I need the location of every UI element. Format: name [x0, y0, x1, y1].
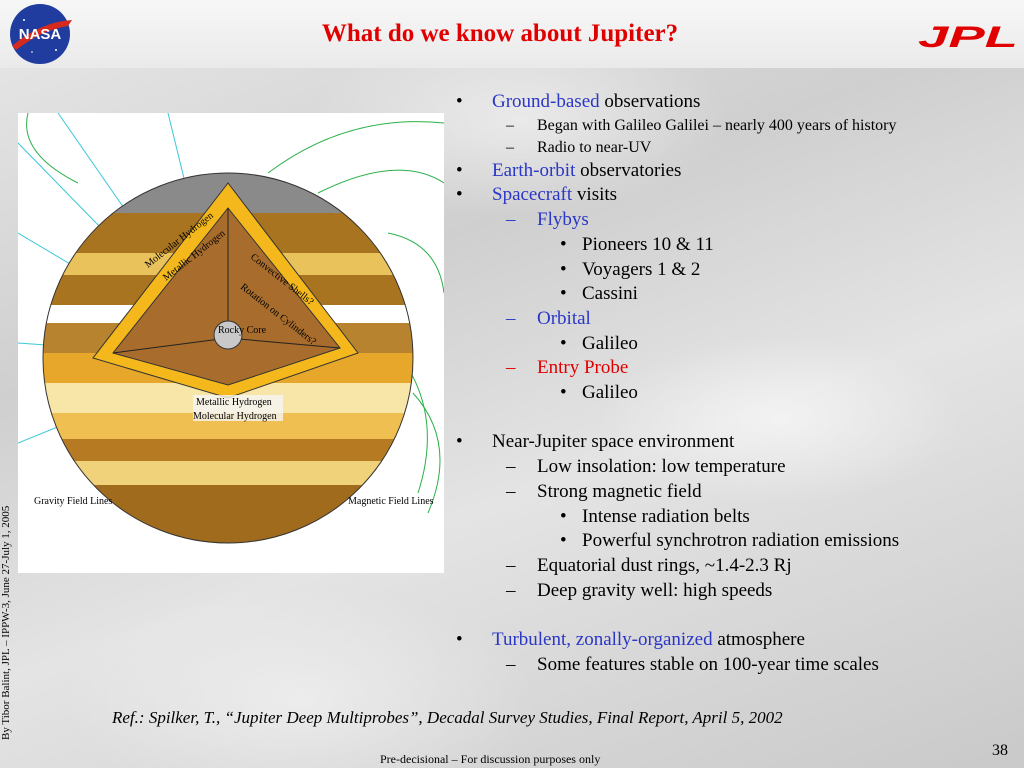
- list-item: –Flybys: [450, 208, 1020, 233]
- list-item: •Turbulent, zonally-organized atmosphere: [450, 628, 1020, 653]
- bullet-marker: •: [560, 233, 567, 255]
- bullet-marker: •: [560, 382, 567, 404]
- list-item: •Intense radiation belts: [450, 505, 1020, 530]
- list-item: •Powerful synchrotron radiation emission…: [450, 529, 1020, 554]
- spacer: [450, 406, 1020, 431]
- jupiter-interior-figure: Rocky Core Molecular Hydrogen Metallic H…: [18, 113, 444, 573]
- bullet-marker: •: [560, 283, 567, 305]
- list-item: –Low insolation: low temperature: [450, 455, 1020, 480]
- bullet-marker: •: [456, 184, 463, 206]
- dash-marker: –: [506, 456, 516, 478]
- bullet-marker: •: [456, 629, 463, 651]
- list-item: •Pioneers 10 & 11: [450, 233, 1020, 258]
- bullet-marker: •: [560, 505, 567, 527]
- rocky-core-label: Rocky Core: [218, 325, 267, 336]
- bullet-marker: •: [456, 431, 463, 453]
- jpl-logo: JPL: [918, 22, 1018, 50]
- dash-marker: –: [506, 480, 516, 502]
- spacer: [450, 603, 1020, 628]
- nasa-logo-text: NASA: [19, 26, 62, 43]
- dash-marker: –: [506, 653, 516, 675]
- dash-marker: –: [506, 116, 514, 134]
- list-item: •Ground-based observations: [450, 90, 1020, 115]
- bullet-marker: •: [456, 91, 463, 112]
- list-item: •Earth-orbit observatories: [450, 159, 1020, 184]
- dash-marker: –: [506, 554, 516, 576]
- list-item: •Voyagers 1 & 2: [450, 258, 1020, 283]
- list-item: •Galileo: [450, 381, 1020, 406]
- list-item: –Equatorial dust rings, ~1.4-2.3 Rj: [450, 554, 1020, 579]
- magnetic-field-lines-label: Magnetic Field Lines: [348, 496, 434, 507]
- page-title: What do we know about Jupiter?: [321, 20, 679, 47]
- metallic-hydrogen-band-label: Metallic Hydrogen: [196, 397, 272, 408]
- dash-marker: –: [506, 209, 516, 231]
- list-item: •Galileo: [450, 332, 1020, 357]
- bullet-marker: •: [560, 332, 567, 354]
- dash-marker: –: [506, 579, 516, 601]
- gravity-field-lines-label: Gravity Field Lines: [34, 496, 112, 507]
- list-item: –Began with Galileo Galilei – nearly 400…: [450, 115, 1020, 137]
- dash-marker: –: [506, 138, 514, 156]
- jpl-logo-text: JPL: [918, 22, 1018, 50]
- dash-marker: –: [506, 307, 516, 329]
- list-item: –Some features stable on 100-year time s…: [450, 653, 1020, 678]
- reference-citation: Ref.: Spilker, T., “Jupiter Deep Multipr…: [112, 708, 783, 727]
- header-bar: [0, 0, 1024, 68]
- list-item: –Radio to near-UV: [450, 137, 1020, 159]
- bullet-marker: •: [560, 530, 567, 552]
- list-item: –Strong magnetic field: [450, 480, 1020, 505]
- footer-note: Pre-decisional – For discussion purposes…: [380, 752, 601, 766]
- side-credit: By Tibor Balint, JPL – IPPW-3, June 27-J…: [0, 505, 12, 740]
- list-item: •Spacecraft visits: [450, 183, 1020, 208]
- list-item: –Entry Probe: [450, 356, 1020, 381]
- bullet-marker: •: [456, 159, 463, 181]
- bullet-list: •Ground-based observations –Began with G…: [450, 90, 1020, 677]
- dash-marker: –: [506, 357, 516, 379]
- nasa-logo: NASA: [10, 4, 72, 64]
- list-item: –Deep gravity well: high speeds: [450, 579, 1020, 604]
- molecular-hydrogen-band-label: Molecular Hydrogen: [193, 411, 277, 422]
- list-item: •Cassini: [450, 282, 1020, 307]
- page-number: 38: [992, 742, 1008, 759]
- list-item: •Near-Jupiter space environment: [450, 430, 1020, 455]
- list-item: –Orbital: [450, 307, 1020, 332]
- bullet-marker: •: [560, 258, 567, 280]
